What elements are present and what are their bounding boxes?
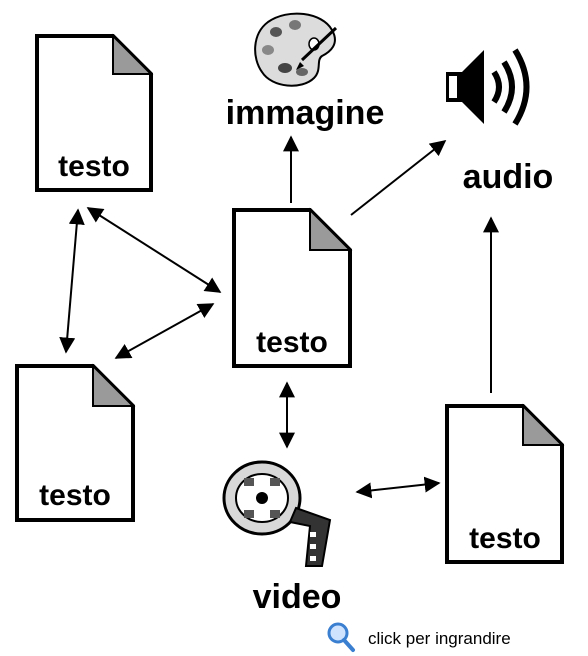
page-fold (309, 207, 353, 251)
audio-label: audio (463, 158, 554, 196)
link-topleft-bottomleft (59, 208, 85, 354)
page-fold (92, 363, 136, 407)
document-label: testo (39, 479, 111, 512)
link-video-bottomright (355, 476, 441, 499)
link-center-bottomleft (114, 303, 215, 359)
zoom-link-text[interactable]: click per ingrandire (368, 629, 511, 648)
image-label: immagine (226, 94, 385, 132)
speaker-icon (446, 48, 530, 126)
magnifier-icon[interactable] (327, 622, 355, 652)
image-node: immagine (226, 12, 385, 132)
document-center: testo (232, 207, 353, 368)
zoom-hint[interactable]: click per ingrandire (327, 622, 511, 652)
document-label: testo (256, 326, 328, 359)
document-bottom-right: testo (445, 403, 565, 564)
document-top-left: testo (35, 33, 154, 192)
film-reel-icon (222, 460, 332, 567)
link-topleft-center (86, 207, 222, 293)
document-label: testo (469, 522, 541, 555)
page-fold (522, 403, 565, 446)
link-center-audio (350, 140, 447, 216)
page-fold (112, 33, 154, 75)
document-bottom-left: testo (15, 363, 136, 522)
palette-icon (254, 12, 338, 87)
video-label: video (253, 578, 342, 616)
audio-node: audio (446, 48, 554, 196)
connectors (59, 135, 499, 499)
video-node: video (222, 460, 342, 616)
document-label: testo (58, 150, 130, 183)
